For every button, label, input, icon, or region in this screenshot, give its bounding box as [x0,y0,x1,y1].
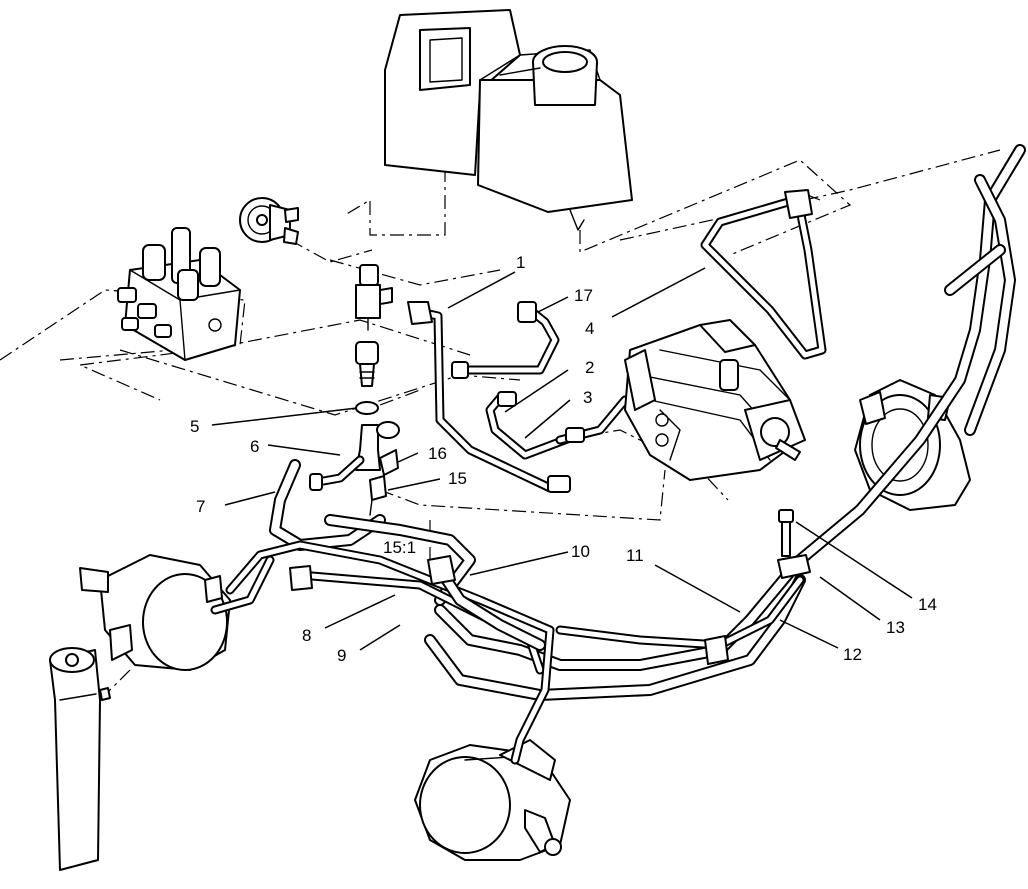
ratio-label: 15:1 [383,538,416,557]
clamp-13 [777,554,811,579]
leader-lines [211,267,913,651]
callouts: 1 17 4 2 3 5 6 16 15 7 15:1 10 11 8 9 12… [190,253,937,665]
callout-2: 2 [585,358,594,377]
gear-pump [239,197,299,245]
callout-7: 7 [196,497,205,516]
hydraulic-tube-4 [700,189,827,360]
callout-11: 11 [626,546,644,565]
wheel-motor-front [414,739,571,861]
elbow-fitting-6 [309,455,365,491]
control-valve-manifold [117,227,241,361]
callout-9: 9 [337,646,346,665]
wheel-motor-left [79,554,231,671]
fitting-15 [369,475,387,516]
swivel-adapter [355,341,379,387]
callout-17: 17 [574,286,593,305]
callout-8: 8 [302,626,311,645]
callout-6: 6 [250,437,259,456]
tee-fitting [355,264,393,331]
lift-cylinder [49,647,111,871]
clamp-12 [704,635,729,665]
o-ring [355,401,379,415]
hydraulic-tube-2 [485,391,575,460]
callout-3: 3 [583,388,592,407]
hydraulic-tube-17 [451,301,560,379]
hydraulic-tube-8 [289,565,545,675]
hydraulic-tube-1 [407,301,571,493]
hydraulic-tube-3 [555,395,630,445]
callout-15: 15 [448,469,467,488]
callout-12: 12 [843,645,862,664]
hydraulic-tube-9 [210,540,555,765]
callout-14: 14 [918,595,937,614]
bolt-14 [778,509,794,557]
callout-4: 4 [585,319,594,338]
hydraulic-tank [384,9,633,231]
callout-5: 5 [190,417,199,436]
callout-1: 1 [516,253,525,272]
fitting-16 [379,449,399,476]
hydraulic-hose-10 [427,555,546,651]
hydrostatic-pump [624,319,806,481]
callout-16: 16 [428,444,447,463]
callout-13: 13 [886,618,905,637]
callout-10: 10 [571,542,590,561]
